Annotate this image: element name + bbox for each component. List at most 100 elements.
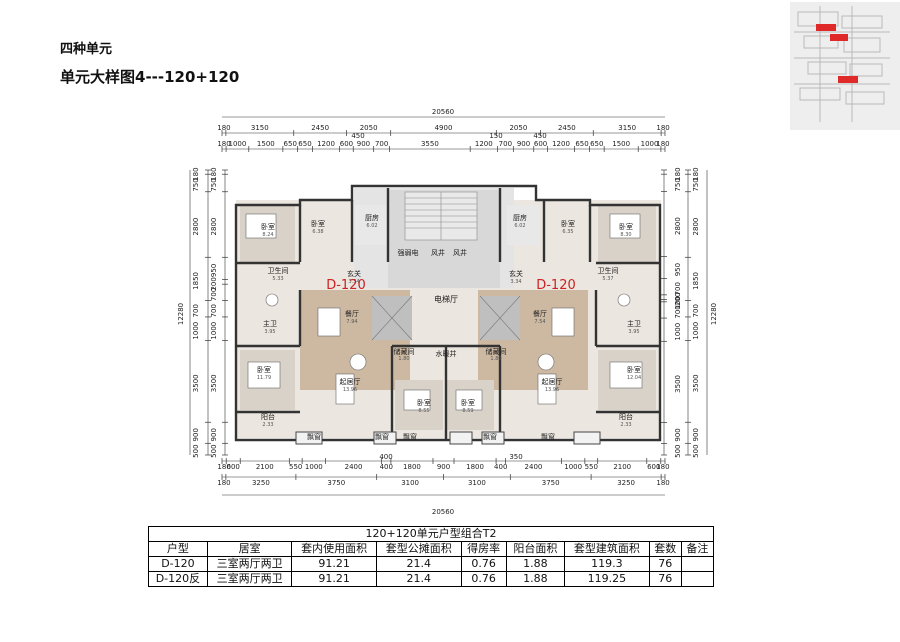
room-storage-r: 储藏间 bbox=[486, 347, 507, 356]
area-storage-r: 1.80 bbox=[490, 356, 501, 362]
table-header: 得房率 bbox=[460, 541, 507, 557]
dim-bottom-row2: 3250 bbox=[252, 479, 270, 487]
table-cell: D-120反 bbox=[148, 571, 208, 587]
room-kitchen-r: 厨房 bbox=[513, 213, 527, 222]
room-bedroom-sw: 卧室 bbox=[257, 365, 271, 374]
dim-bottom-mid: 400 bbox=[379, 453, 392, 461]
area-storage: 1.80 bbox=[398, 356, 409, 362]
dim-right-outer: 180 bbox=[692, 167, 700, 180]
dim-top-row2: 650 bbox=[284, 140, 297, 148]
dim-left-inner: 3500 bbox=[210, 374, 218, 392]
dim-total-left: 12280 bbox=[177, 303, 185, 325]
area-bed-s-r: 8.59 bbox=[462, 408, 473, 414]
table-cell: 21.4 bbox=[375, 571, 462, 587]
room-elevator-hall: 电梯厅 bbox=[434, 294, 458, 304]
dim-bottom-row1: 1000 bbox=[564, 463, 582, 471]
dim-top-row1: 2050 bbox=[360, 124, 378, 132]
area-living: 13.96 bbox=[343, 387, 357, 393]
area-dining-r: 7.54 bbox=[534, 319, 545, 325]
dim-right-inner: 200 bbox=[674, 292, 682, 305]
area-bed-nw: 8.24 bbox=[262, 232, 273, 238]
room-dining-l: 餐厅 bbox=[345, 309, 359, 318]
dim-top-mid: 150 bbox=[489, 132, 502, 140]
dim-top-row2: 600 bbox=[340, 140, 353, 148]
dim-bottom-row1: 2400 bbox=[525, 463, 543, 471]
table-row: D-120反 三室两厅两卫 91.21 21.4 0.76 1.88 119.2… bbox=[148, 571, 715, 587]
area-table: 120+120单元户型组合T2 户型 居室 套内使用面积 套型公摊面积 得房率 … bbox=[148, 526, 715, 587]
dim-bottom-row1: 550 bbox=[585, 463, 598, 471]
area-dining: 7.94 bbox=[346, 319, 357, 325]
section-title: 四种单元 bbox=[60, 42, 113, 57]
table-cell bbox=[680, 556, 715, 572]
dim-right-inner: 180 bbox=[674, 167, 682, 180]
dim-top-mid: 450 bbox=[533, 132, 546, 140]
table-header: 备注 bbox=[680, 541, 715, 557]
area-master-wc: 3.95 bbox=[264, 329, 275, 335]
room-dining-r: 餐厅 bbox=[533, 309, 547, 318]
dim-right-inner: 700 bbox=[674, 282, 682, 295]
dim-bottom-row1: 2100 bbox=[613, 463, 631, 471]
dim-top-row2: 1500 bbox=[612, 140, 630, 148]
table-cell: 91.21 bbox=[291, 571, 377, 587]
dim-top-row2: 1200 bbox=[475, 140, 493, 148]
dim-bottom-row1: 600 bbox=[227, 463, 240, 471]
dim-right-inner: 500 bbox=[674, 445, 682, 458]
dim-right-outer: 2800 bbox=[692, 218, 700, 236]
room-kitchen-l: 厨房 bbox=[365, 213, 379, 222]
dim-bottom-row1: 400 bbox=[494, 463, 507, 471]
dim-right-outer: 700 bbox=[692, 304, 700, 317]
dim-left-outer: 750 bbox=[192, 178, 200, 191]
table-cell: 119.25 bbox=[564, 571, 650, 587]
dim-top-row1: 4900 bbox=[435, 124, 453, 132]
area-living-r: 13.96 bbox=[545, 387, 559, 393]
dim-bottom-row2: 180 bbox=[656, 479, 669, 487]
table-cell: 三室两厅两卫 bbox=[206, 571, 293, 587]
dim-right-inner: 2800 bbox=[674, 217, 682, 235]
dim-right-outer: 750 bbox=[692, 178, 700, 191]
room-balcony-r: 阳台 bbox=[619, 412, 633, 421]
dim-bottom-row1: 180 bbox=[217, 463, 230, 471]
unit-label-left: D-120 bbox=[326, 278, 366, 293]
table-cell bbox=[680, 571, 715, 587]
room-labels: 卧室 卧室 厨房 厨房 卧室 卧室 卫生间 卫生间 主卫 主卫 玄关 玄关 强弱… bbox=[257, 213, 641, 441]
dim-bottom-row1: 550 bbox=[289, 463, 302, 471]
room-air-shaft-r: 风井 bbox=[453, 248, 467, 257]
area-kitchen: 6.02 bbox=[366, 223, 377, 229]
room-bay-4: 飘窗 bbox=[483, 432, 497, 441]
dim-top-row1: 180 bbox=[217, 124, 230, 132]
area-bed-ne: 8.30 bbox=[620, 232, 631, 238]
area-bed-n2: 6.38 bbox=[312, 229, 323, 235]
dim-left-outer: 500 bbox=[192, 444, 200, 457]
dim-bottom-row2: 3750 bbox=[542, 479, 560, 487]
room-wc-l: 卫生间 bbox=[268, 266, 289, 275]
dim-top-row1: 3150 bbox=[251, 124, 269, 132]
dim-top-mid: 450 bbox=[351, 132, 364, 140]
table-header: 套型公摊面积 bbox=[375, 541, 462, 557]
dim-top-row2: 650 bbox=[575, 140, 588, 148]
dim-right-inner: 3500 bbox=[674, 375, 682, 393]
dim-top-row2: 1500 bbox=[257, 140, 275, 148]
dim-right-inner: 1000 bbox=[674, 323, 682, 341]
dimension-lines bbox=[189, 116, 708, 496]
dim-right-outer: 900 bbox=[692, 428, 700, 441]
table-cell: 0.76 bbox=[460, 571, 507, 587]
dim-top-row2: 3550 bbox=[421, 140, 439, 148]
room-water-shaft: 水暖井 bbox=[436, 349, 457, 358]
dim-top-row2: 650 bbox=[590, 140, 603, 148]
dim-left-inner: 500 bbox=[210, 444, 218, 457]
dim-top-row1: 3150 bbox=[618, 124, 636, 132]
room-bedroom-s-r: 卧室 bbox=[461, 398, 475, 407]
area-wc-r: 5.37 bbox=[602, 276, 613, 282]
dim-left-outer: 2800 bbox=[192, 218, 200, 236]
dim-left-inner: 180 bbox=[210, 167, 218, 180]
room-foyer-r: 玄关 bbox=[509, 269, 523, 278]
dim-top-row1: 2450 bbox=[558, 124, 576, 132]
building-body bbox=[234, 184, 662, 445]
table-header: 居室 bbox=[206, 541, 293, 557]
dim-bottom-row2: 180 bbox=[217, 479, 230, 487]
area-master-wc-r: 3.95 bbox=[628, 329, 639, 335]
dim-right-outer: 1000 bbox=[692, 322, 700, 340]
room-balcony-l: 阳台 bbox=[261, 412, 275, 421]
room-bay-1: 飘窗 bbox=[307, 432, 321, 441]
room-storage-l: 储藏间 bbox=[394, 347, 415, 356]
